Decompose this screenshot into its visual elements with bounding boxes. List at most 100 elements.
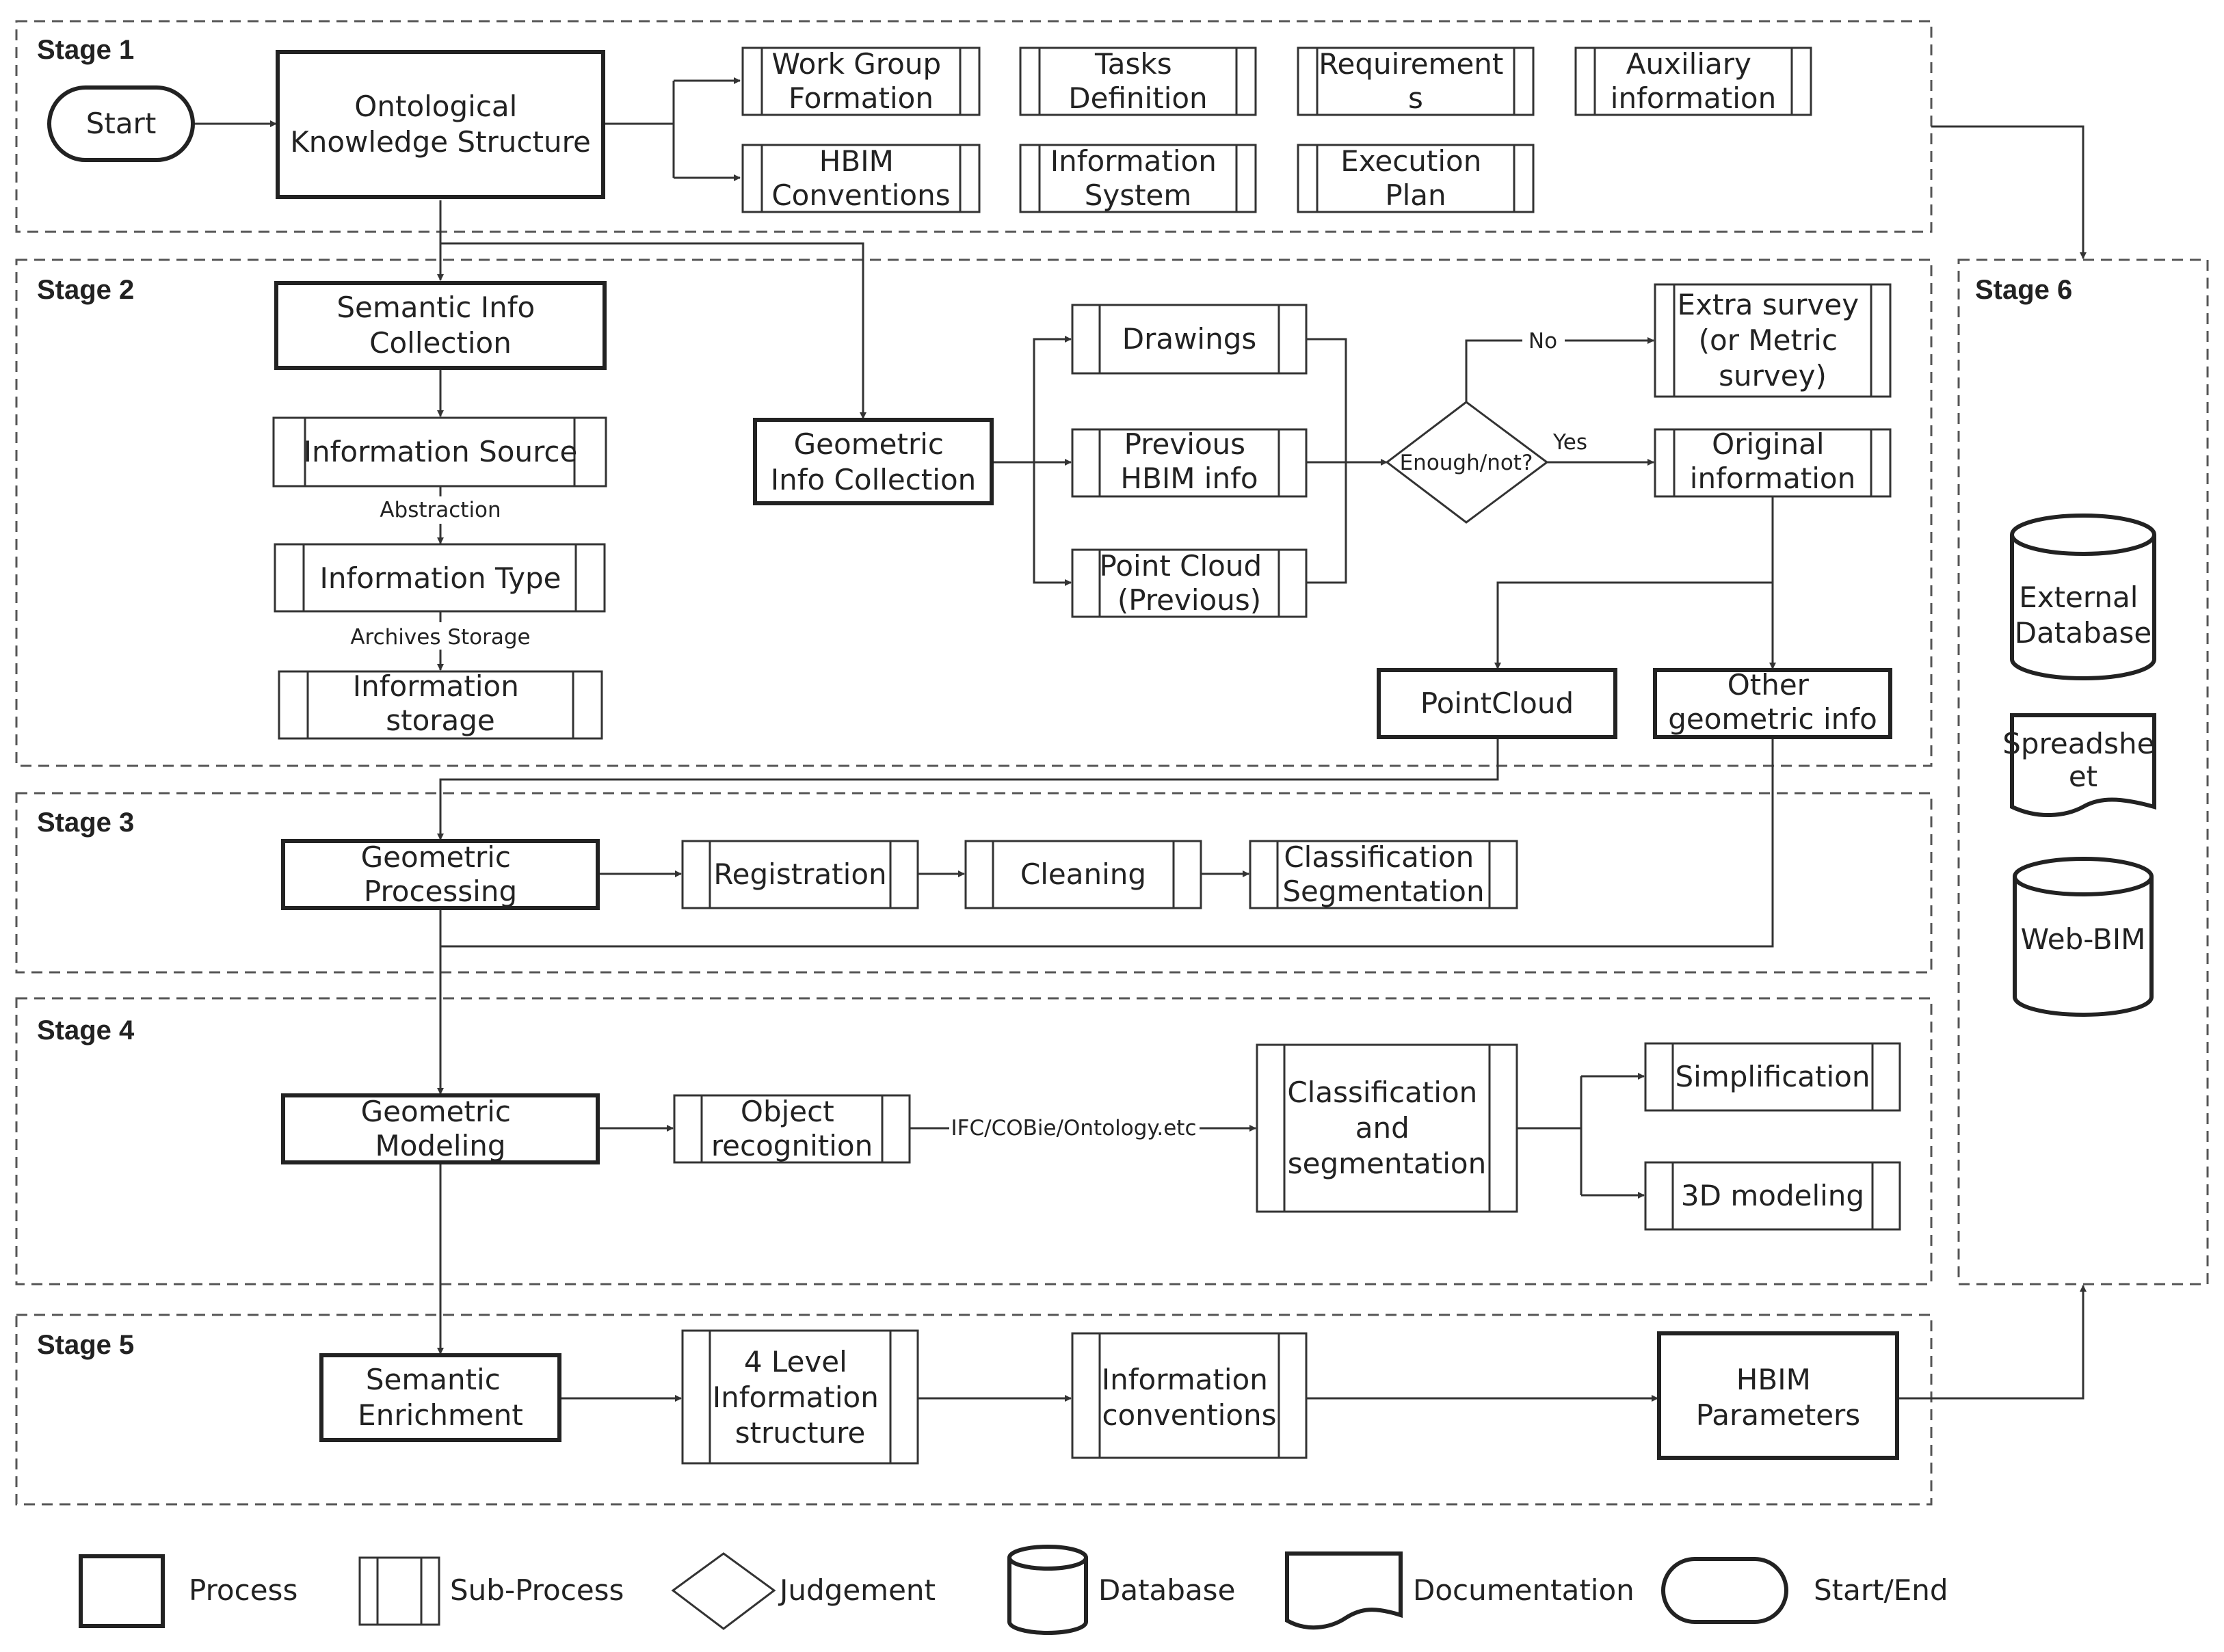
ontology-process[interactable]: Ontological Knowledge Structure <box>276 50 605 199</box>
classification-segmentation-subprocess[interactable]: Classification Segmentation <box>1249 840 1518 909</box>
requirements-subprocess[interactable]: Requirement s <box>1297 46 1535 116</box>
info-storage-subprocess[interactable]: Information storage <box>278 669 603 740</box>
four-level-subprocess[interactable]: 4 Level Information structure <box>681 1329 919 1465</box>
svg-text:Information conventions: Information conventions <box>1102 1363 1277 1432</box>
registration-text: Registration <box>713 857 886 891</box>
stage4-container <box>15 997 1933 1285</box>
geometric-line1: Geometric <box>794 427 944 461</box>
class-and-seg-line3: segmentation <box>1288 1147 1486 1180</box>
object-recog-line1: Object <box>741 1095 834 1128</box>
info-conv-line1: Information <box>1102 1363 1268 1396</box>
svg-text:Execution Plan: Execution Plan <box>1340 144 1490 212</box>
drawings-subprocess[interactable]: Drawings <box>1071 304 1308 375</box>
simplification-subprocess[interactable]: Simplification <box>1644 1042 1901 1112</box>
geometric-line2: Info Collection <box>771 463 977 496</box>
svg-text:Semantic Enrichment: Semantic Enrichment <box>358 1363 523 1432</box>
classification-and-segmentation-subprocess[interactable]: Classification and segmentation <box>1256 1043 1518 1213</box>
spreadsheet-documentation[interactable]: Spreadshe et <box>2002 713 2164 818</box>
execution-plan-subprocess[interactable]: Execution Plan <box>1297 144 1535 213</box>
edge-pointcloud-geoproc <box>437 738 1499 840</box>
hbim-parameters-process[interactable]: HBIM Parameters <box>1657 1331 1899 1460</box>
tasks-line2: Definition <box>1068 81 1207 115</box>
spreadsheet-line1: Spreadshe <box>2002 727 2154 760</box>
cleaning-subprocess[interactable]: Cleaning <box>964 840 1202 909</box>
auxiliary-line2: information <box>1611 81 1776 115</box>
svg-text:Other geometric info: Other geometric info <box>1668 668 1877 736</box>
other-geo-process[interactable]: Other geometric info <box>1653 668 1892 739</box>
3d-modeling-subprocess[interactable]: 3D modeling <box>1644 1161 1901 1231</box>
abstraction-label-bg <box>369 496 512 524</box>
legend: Process Sub-Process Judgement Database D… <box>79 1545 1948 1635</box>
connectors <box>193 81 2087 1402</box>
stage6-container <box>1957 258 2209 1285</box>
semantic-enrichment-process[interactable]: Semantic Enrichment <box>319 1353 561 1442</box>
svg-text:Auxiliary information: Auxiliary information <box>1611 47 1776 115</box>
stage3-container <box>15 792 1933 974</box>
svg-text:Classification Segmentat: Classification Segmentation <box>1282 840 1484 908</box>
tasks-subprocess[interactable]: Tasks Definition <box>1019 46 1257 116</box>
workgroup-line1: Work Group <box>772 47 942 81</box>
edge-geometric-drawings <box>1033 336 1072 462</box>
info-conventions-subprocess[interactable]: Information conventions <box>1071 1332 1308 1459</box>
info-system-line2: System <box>1085 178 1192 212</box>
workgroup-line2: Formation <box>789 81 934 115</box>
cleaning-text: Cleaning <box>1020 857 1146 891</box>
edge-ontology-geometric <box>440 242 866 419</box>
info-type-subprocess[interactable]: Information Type <box>274 543 606 613</box>
previous-hbim-subprocess[interactable]: Previous HBIM info <box>1071 427 1308 498</box>
legend-startend-label: Start/End <box>1814 1573 1948 1607</box>
ontology-line2: Knowledge Structure <box>290 125 591 159</box>
web-bim-database[interactable]: Web-BIM <box>2013 857 2154 1017</box>
exec-plan-line2: Plan <box>1385 178 1446 212</box>
info-system-subprocess[interactable]: Information System <box>1019 144 1257 213</box>
enrichment-line2: Enrichment <box>358 1398 523 1432</box>
edge-judge-no <box>1465 339 1522 402</box>
geo-processing-process[interactable]: Geometric Processing <box>281 839 600 910</box>
class-and-seg-line1: Classification <box>1287 1076 1477 1109</box>
stage6-label: Stage 6 <box>1975 275 2072 305</box>
exec-plan-line1: Execution <box>1340 144 1481 178</box>
class-and-seg-line2: and <box>1355 1111 1409 1145</box>
simplification-text: Simplification <box>1676 1060 1870 1093</box>
stage5-container <box>15 1314 1933 1506</box>
start-text: Start <box>86 107 157 140</box>
point-cloud-prev-line2: (Previous) <box>1117 583 1261 617</box>
workgroup-subprocess[interactable]: Work Group Formation <box>741 46 981 116</box>
object-recognition-subprocess[interactable]: Object recognition <box>673 1094 911 1164</box>
svg-text:Classification and: Classification and segmentation <box>1287 1076 1486 1180</box>
registration-subprocess[interactable]: Registration <box>681 840 919 909</box>
point-cloud-prev-line1: Point Cloud <box>1100 549 1262 583</box>
stage1-label: Stage 1 <box>37 35 134 65</box>
semantic-line1: Semantic Info <box>336 291 535 324</box>
external-database[interactable]: External Database <box>2010 514 2156 680</box>
svg-text:External Database: External Database <box>2015 581 2152 650</box>
auxiliary-subprocess[interactable]: Auxiliary information <box>1574 46 1812 116</box>
svg-text:Original information: Original information <box>1690 427 1855 495</box>
previous-hbim-line1: Previous <box>1124 427 1246 461</box>
original-info-subprocess[interactable]: Original information <box>1654 427 1892 498</box>
geo-modeling-line2: Modeling <box>375 1129 505 1162</box>
geo-modeling-process[interactable]: Geometric Modeling <box>281 1093 600 1164</box>
extra-survey-subprocess[interactable]: Extra survey (or Metric survey) <box>1654 283 1892 398</box>
edge-to-workgroup <box>672 81 740 178</box>
stage2-container <box>15 258 1933 767</box>
class-seg-line1: Classification <box>1284 840 1474 874</box>
hbim-conv-line1: HBIM <box>819 144 894 178</box>
start-node[interactable]: Start <box>47 85 195 162</box>
legend-judgement-label: Judgement <box>778 1573 936 1607</box>
object-recog-line2: recognition <box>711 1129 873 1162</box>
semantic-info-process[interactable]: Semantic Info Collection <box>274 281 607 370</box>
geometric-info-process[interactable]: Geometric Info Collection <box>753 418 994 505</box>
edge-labels: IFC/COBie/Ontology.etc No Yes Abstractio… <box>347 329 1587 1142</box>
pointcloud-process[interactable]: PointCloud <box>1377 668 1617 739</box>
ifc-label: IFC/COBie/Ontology.etc <box>951 1116 1197 1141</box>
enough-judgement[interactable]: Enough/not? <box>1385 401 1549 524</box>
point-cloud-prev-subprocess[interactable]: Point Cloud (Previous) <box>1071 548 1308 618</box>
hbim-conventions-subprocess[interactable]: HBIM Conventions <box>741 144 981 213</box>
auxiliary-line1: Auxiliary <box>1626 47 1751 81</box>
hbim-params-line2: Parameters <box>1696 1398 1860 1432</box>
edge-original-split <box>1494 496 1774 669</box>
info-source-subprocess[interactable]: Information Source <box>272 416 607 488</box>
drawings-text: Drawings <box>1122 322 1257 356</box>
stage5-label: Stage 5 <box>37 1330 134 1360</box>
